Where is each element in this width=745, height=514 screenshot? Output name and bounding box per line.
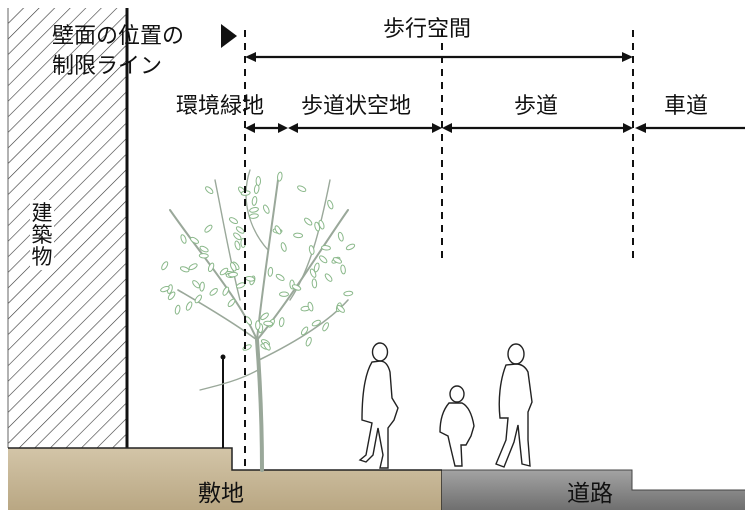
leaf xyxy=(274,225,282,235)
leaf xyxy=(234,240,241,251)
leaf xyxy=(279,291,289,297)
leaf xyxy=(260,312,269,321)
leaf xyxy=(336,304,345,313)
leaf xyxy=(244,316,253,326)
leaf xyxy=(263,341,271,351)
leaf xyxy=(275,273,285,281)
leaf xyxy=(167,291,176,301)
green-zone-label: 環境緑地 xyxy=(176,94,265,119)
leaf xyxy=(305,336,312,347)
leaf xyxy=(209,288,218,296)
leaf xyxy=(219,267,229,276)
leaf xyxy=(332,257,343,264)
leaf xyxy=(249,207,259,213)
leaf xyxy=(188,263,198,271)
leaf xyxy=(293,232,304,239)
setback-line-label-1: 壁面の位置の xyxy=(52,24,185,49)
leaf xyxy=(319,255,328,264)
leaf xyxy=(192,280,201,289)
dashed-guides xyxy=(244,30,634,470)
setback-line-label-2: 制限ライン xyxy=(52,54,163,79)
site-label: 敷地 xyxy=(198,481,244,507)
road-label: 道路 xyxy=(567,481,613,507)
leaf xyxy=(311,319,321,327)
leaf xyxy=(230,262,237,272)
building-label: 建築物 xyxy=(30,200,54,271)
leaf xyxy=(345,243,356,251)
leaf xyxy=(228,271,238,278)
leaf xyxy=(228,217,239,225)
leaf xyxy=(194,294,202,304)
leaf xyxy=(321,245,331,251)
boundary-post xyxy=(220,354,226,448)
leaf xyxy=(337,231,344,242)
dimension-arrows xyxy=(221,24,745,133)
leaf xyxy=(205,186,214,194)
leaf xyxy=(278,317,285,328)
leaf xyxy=(242,344,252,351)
leaf xyxy=(309,268,317,278)
leaf xyxy=(308,245,315,255)
leaf xyxy=(304,217,313,226)
leaf xyxy=(199,245,209,253)
leaf xyxy=(297,185,307,192)
leaf xyxy=(343,290,354,297)
leaf xyxy=(179,266,190,273)
leaf xyxy=(322,322,330,332)
leaf xyxy=(255,176,261,186)
pedestrian-child xyxy=(439,385,475,467)
leaf xyxy=(324,273,333,282)
leaf xyxy=(235,226,245,234)
roadway-label: 車道 xyxy=(664,94,709,119)
pedestrian-man xyxy=(495,343,533,468)
leaf xyxy=(161,261,169,271)
leaf xyxy=(233,232,242,241)
pedestrian-woman xyxy=(358,342,399,469)
leaf xyxy=(280,242,287,252)
leaf xyxy=(248,213,259,219)
leaf xyxy=(318,219,325,230)
road-ground xyxy=(442,469,745,510)
leaf xyxy=(267,266,274,277)
leaf xyxy=(227,298,236,307)
leaf xyxy=(262,204,270,214)
leaf xyxy=(174,304,181,315)
leaf xyxy=(185,301,193,311)
leaf xyxy=(263,320,274,327)
leaf xyxy=(222,286,230,296)
leaf xyxy=(340,264,346,275)
leaf xyxy=(198,253,209,259)
leaf xyxy=(277,171,283,182)
leaf xyxy=(199,281,205,292)
walking-space-label: 歩行空間 xyxy=(383,17,472,42)
pointer-triangle-icon xyxy=(221,24,237,48)
sidewalk-label: 歩道 xyxy=(514,94,559,119)
leaf xyxy=(255,320,261,331)
leaf xyxy=(251,195,258,206)
street-tree xyxy=(160,169,356,472)
leaf xyxy=(204,224,213,233)
building xyxy=(7,8,129,448)
leaf xyxy=(207,262,215,273)
leaf xyxy=(307,301,314,312)
leaf xyxy=(327,199,334,210)
leaf xyxy=(189,236,200,244)
leaf xyxy=(311,278,318,289)
leaf xyxy=(300,326,309,336)
leaf xyxy=(180,234,187,244)
leaf xyxy=(313,262,320,273)
sidewalk-like-space-label: 歩道状空地 xyxy=(301,94,412,119)
leaf xyxy=(160,285,170,293)
leaf xyxy=(291,284,302,291)
